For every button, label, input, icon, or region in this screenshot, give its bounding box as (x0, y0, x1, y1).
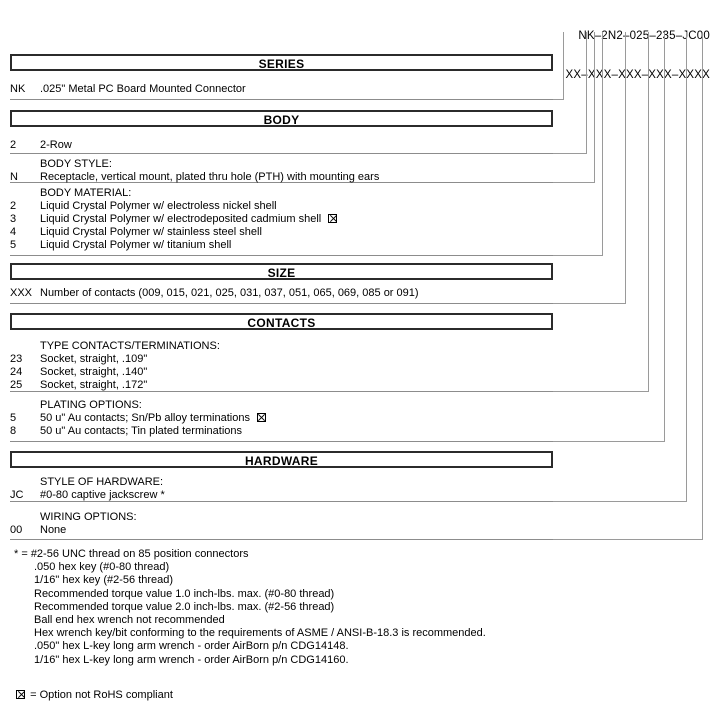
option-row[interactable]: 5 Liquid Crystal Polymer w/ titanium shel… (10, 239, 553, 252)
section-header-size: SIZE (10, 263, 553, 280)
rohs-marker-icon (328, 214, 338, 223)
leader-series (553, 32, 564, 100)
option-code: 8 (10, 425, 17, 437)
option-code: NK (10, 83, 26, 95)
option-description: Number of contacts (009, 015, 021, 025, … (40, 287, 419, 299)
subsection-title: BODY MATERIAL: (40, 187, 132, 199)
footnotes: * = #2-56 UNC thread on 85 position conn… (14, 548, 486, 667)
option-row[interactable]: NK .025" Metal PC Board Mounted Connector (10, 83, 553, 96)
section-header-body: BODY (10, 110, 553, 127)
option-row[interactable]: 5 50 u" Au contacts; Sn/Pb alloy terminat… (10, 412, 553, 425)
subsection-title: WIRING OPTIONS: (40, 511, 137, 523)
option-code: 2 (10, 200, 17, 212)
rohs-marker-icon (16, 690, 26, 699)
option-description: Socket, straight, .140" (40, 366, 148, 378)
option-row[interactable]: N Receptacle, vertical mount, plated thru… (10, 171, 553, 184)
subsection: BODY STYLE: N Receptacle, vertical mount, … (10, 155, 553, 183)
footnote-line: Recommended torque value 2.0 inch-lbs. m… (34, 600, 335, 613)
footnote-line: Recommended torque value 1.0 inch-lbs. m… (34, 587, 335, 600)
section-series: SERIES (10, 54, 553, 71)
footnote-line: Ball end hex wrench not recommended (34, 614, 225, 627)
subsection: PLATING OPTIONS: 5 50 u" Au contacts; Sn/P… (10, 396, 553, 442)
section-header-series: SERIES (10, 54, 553, 71)
subsection: XXX Number of contacts (009, 015, 021, 02… (10, 284, 553, 304)
section-body: BODY (10, 110, 553, 127)
subsection: WIRING OPTIONS: 00 None (10, 508, 553, 540)
option-row[interactable]: 24 Socket, straight, .140" (10, 366, 553, 379)
footnote-line: .050 hex key (#0-80 thread) (34, 561, 170, 574)
option-description: 2-Row (40, 139, 72, 151)
part-number-mask: XX–XXX–XXX–XXX–XXXX (565, 69, 710, 81)
option-description: Liquid Crystal Polymer w/ stainless stee… (40, 226, 262, 238)
option-description: 50 u" Au contacts; Tin plated terminatio… (40, 425, 243, 437)
option-code: 2 (10, 139, 17, 151)
option-row[interactable]: 25 Socket, straight, .172" (10, 379, 553, 392)
option-row[interactable]: 2 Liquid Crystal Polymer w/ electroless n… (10, 200, 553, 213)
option-description: Liquid Crystal Polymer w/ electroless ni… (40, 200, 277, 212)
option-row[interactable]: 23 Socket, straight, .109" (10, 353, 553, 366)
part-number-header: NK–2N2–025–235–JC00 XX–XXX–XXX–XXX–XXXX (566, 4, 710, 95)
option-row[interactable]: 8 50 u" Au contacts; Tin plated terminati… (10, 425, 553, 438)
subsection-title: BODY STYLE: (40, 158, 112, 170)
option-code: 4 (10, 226, 17, 238)
option-code: 00 (10, 524, 23, 536)
option-code: 3 (10, 213, 17, 225)
section-header-hardware: HARDWARE (10, 451, 553, 468)
option-description: None (40, 524, 67, 536)
option-code: JC (10, 489, 24, 501)
subsection-title: STYLE OF HARDWARE: (40, 476, 164, 488)
option-row[interactable]: JC #0-80 captive jackscrew * (10, 489, 553, 502)
option-row[interactable]: 00 None (10, 524, 553, 537)
section-header-contacts: CONTACTS (10, 313, 553, 330)
option-description: Receptacle, vertical mount, plated thru … (40, 171, 380, 183)
option-code: 24 (10, 366, 23, 378)
option-row[interactable]: 4 Liquid Crystal Polymer w/ stainless ste… (10, 226, 553, 239)
option-row[interactable]: 2 2-Row (10, 139, 553, 152)
subsection: 2 2-Row (10, 136, 553, 154)
option-code: N (10, 171, 18, 183)
footnote-line: Hex wrench key/bit conforming to the req… (34, 627, 486, 640)
option-description: Socket, straight, .109" (40, 353, 148, 365)
footnote-line: * = #2-56 UNC thread on 85 position conn… (14, 548, 249, 560)
option-row[interactable]: 3 Liquid Crystal Polymer w/ electrodeposi… (10, 213, 553, 226)
option-code: 5 (10, 239, 17, 251)
option-description: #0-80 captive jackscrew * (40, 489, 165, 501)
footnote-line: 1/16" hex key (#2-56 thread) (34, 574, 174, 587)
option-code: XXX (10, 287, 33, 299)
section-size: SIZE (10, 263, 553, 280)
option-description: Liquid Crystal Polymer w/ titanium shell (40, 239, 232, 251)
option-row[interactable]: XXX Number of contacts (009, 015, 021, 02… (10, 287, 553, 300)
leader-hardware-wiring (553, 32, 703, 540)
option-description: Socket, straight, .172" (40, 379, 148, 391)
section-hardware: HARDWARE (10, 451, 553, 468)
leader-hardware-style (553, 32, 687, 502)
subsection-title: PLATING OPTIONS: (40, 399, 142, 411)
footnote-line: .050" hex L-key long arm wrench - order … (34, 640, 349, 653)
option-description: Liquid Crystal Polymer w/ electrodeposit… (40, 213, 338, 226)
option-code: 25 (10, 379, 23, 391)
rohs-legend: = Option not RoHS compliant (10, 676, 173, 702)
option-description: 50 u" Au contacts; Sn/Pb alloy terminati… (40, 412, 266, 425)
footnote-line: 1/16" hex L-key long arm wrench - order … (34, 653, 349, 666)
option-description: .025" Metal PC Board Mounted Connector (40, 83, 246, 95)
rohs-marker-icon (256, 413, 266, 422)
section-contacts: CONTACTS (10, 313, 553, 330)
option-code: 23 (10, 353, 23, 365)
part-number-example: NK–2N2–025–235–JC00 (578, 30, 710, 42)
subsection: STYLE OF HARDWARE: JC #0-80 captive jacksc… (10, 473, 553, 502)
subsection-title: TYPE CONTACTS/TERMINATIONS: (40, 340, 220, 352)
option-code: 5 (10, 412, 17, 424)
subsection: NK .025" Metal PC Board Mounted Connector (10, 80, 553, 100)
